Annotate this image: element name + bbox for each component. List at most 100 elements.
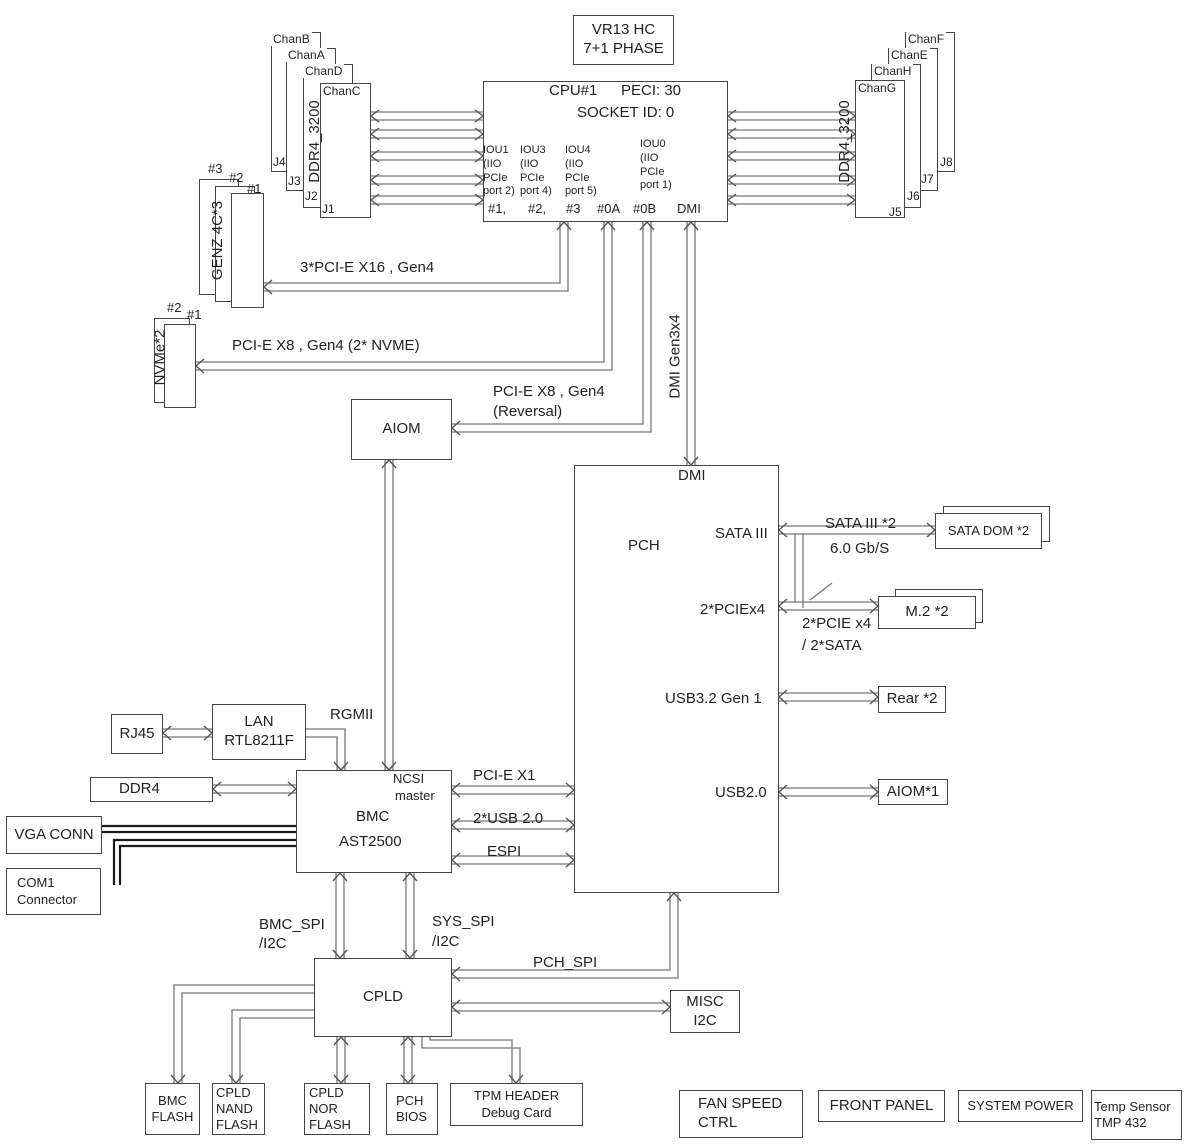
sata-dom-box: SATA DOM *2 <box>935 513 1042 549</box>
rj45-lan-wire <box>163 728 212 738</box>
pch-title: PCH <box>628 537 660 554</box>
label-usb2: 2*USB 2.0 <box>473 810 544 827</box>
m2-label: M.2 *2 <box>905 603 949 621</box>
vr13-line1: VR13 HC <box>591 21 656 39</box>
aiom-bmc-wire <box>384 460 394 770</box>
slot-j8: J8 <box>940 155 953 169</box>
rgmii-wire <box>306 728 346 770</box>
chanc-label: ChanC <box>321 84 363 98</box>
rj45-box: RJ45 <box>111 714 163 754</box>
genz-slot-1 <box>231 193 264 308</box>
cpld-nor-wire <box>336 1037 346 1083</box>
lan-line2: RTL8211F <box>224 732 294 749</box>
aiom-label: AIOM <box>382 420 421 438</box>
misc-line1: MISC <box>686 992 724 1010</box>
label-pcie-x8-rev1: PCI-E X8 , Gen4 <box>493 383 605 400</box>
label-pcie-x8-rev2: (Reversal) <box>493 403 563 420</box>
vga-label: VGA CONN <box>14 825 94 843</box>
pcie-x8-nvme-wire <box>196 222 605 363</box>
chand-label: ChanD <box>303 64 345 78</box>
cpld-nor-line3: FLASH <box>309 1117 351 1133</box>
ddr4-label: DDR4 <box>119 780 160 798</box>
aiom1-label: AIOM*1 <box>886 782 940 800</box>
slot-j6: J6 <box>907 189 920 203</box>
genz-n1: #1 <box>247 181 262 196</box>
tpm-box: TPM HEADER Debug Card <box>450 1083 583 1126</box>
slot-j2: J2 <box>305 189 318 203</box>
label-sys-spi1: SYS_SPI <box>432 913 495 930</box>
temp-sensor-box: Temp Sensor TMP 432 <box>1091 1090 1182 1140</box>
temp-line1: Temp Sensor <box>1094 1098 1171 1114</box>
label-dmi-gen: DMI Gen3x4 <box>666 313 684 399</box>
pcie-x16-wire <box>264 222 561 284</box>
pch-dmi: DMI <box>678 467 706 484</box>
tpm-line1: TPM HEADER <box>473 1088 560 1104</box>
fan-speed-box: FAN SPEED CTRL <box>679 1090 803 1138</box>
nvme-slot-1 <box>164 324 196 408</box>
label-pcie-x16: 3*PCI-E X16 , Gen4 <box>300 259 435 276</box>
dimm-chanc <box>320 83 371 218</box>
cpu-peci: PECI: 30 <box>621 82 682 99</box>
cpld-nand-box: CPLD NAND FLASH <box>212 1083 265 1135</box>
bmc-line1: BMC <box>356 808 390 825</box>
pch-bios-box: PCH BIOS <box>386 1083 438 1135</box>
cpu-port-0a: #0A <box>597 201 621 216</box>
cpld-nand-wire <box>231 1009 314 1083</box>
misc-box: MISC I2C <box>670 990 740 1033</box>
system-power-box: SYSTEM POWER <box>958 1090 1083 1122</box>
bmc-line2: AST2500 <box>339 833 402 850</box>
label-bmc-spi1: BMC_SPI <box>259 916 325 933</box>
nvme-label: NVMe*2 <box>150 329 168 385</box>
label-pcie-sata2: / 2*SATA <box>802 637 862 654</box>
cpu-port-2: #2, <box>528 201 547 216</box>
front-panel-box: FRONT PANEL <box>818 1090 945 1122</box>
misc-line2: I2C <box>693 1011 717 1029</box>
bmc-spi-wire <box>335 873 345 958</box>
slot-j7: J7 <box>921 172 934 186</box>
sata-wire <box>779 525 935 535</box>
espi-wire <box>452 855 574 865</box>
pch-usb32: USB3.2 Gen 1 <box>665 690 762 707</box>
genz-n2: #2 <box>229 170 244 185</box>
vr13-line2: 7+1 PHASE <box>583 40 664 57</box>
sys-spi-wire <box>405 873 415 958</box>
com1-wire <box>112 838 296 885</box>
cpu-port-0b: #0B <box>633 201 657 216</box>
vga-box: VGA CONN <box>6 816 102 854</box>
cpld-label: CPLD <box>362 988 403 1006</box>
cpu-socket: SOCKET ID: 0 <box>577 104 675 121</box>
fan-line2: CTRL <box>698 1114 738 1131</box>
bmc-flash-line2: FLASH <box>151 1109 194 1124</box>
cpu-dmi: DMI <box>677 201 701 216</box>
nvme-n1: #1 <box>187 307 202 322</box>
cpld-nor-box: CPLD NOR FLASH <box>304 1083 370 1135</box>
com1-box: COM1 Connector <box>6 868 101 915</box>
pch-pciex4: 2*PCIEx4 <box>700 601 766 618</box>
pcie-x1-wire <box>452 785 574 795</box>
ddr4-bmc-wire <box>213 784 296 794</box>
vga-wire <box>102 824 296 834</box>
label-pch-spi: PCH_SPI <box>533 954 598 971</box>
bmc-ncsi2: master <box>395 788 435 803</box>
chanh-label: ChanH <box>872 64 914 78</box>
com1-line1: COM1 <box>17 875 55 891</box>
ddr4-box: DDR4 <box>90 777 213 802</box>
vr13-box: VR13 HC 7+1 PHASE <box>573 15 674 65</box>
chanb-label: ChanB <box>271 32 312 46</box>
label-sys-spi2: /I2C <box>432 933 460 950</box>
dimm-right-label: DDR4_3200 <box>835 99 853 183</box>
front-panel-label: FRONT PANEL <box>829 1096 934 1114</box>
rj45-label: RJ45 <box>119 724 155 742</box>
pch-sata: SATA III <box>715 525 768 542</box>
pch-bios-line1: PCH <box>396 1092 424 1108</box>
cpld-nor-line1: CPLD <box>309 1084 344 1100</box>
label-pcie-sata1: 2*PCIE x4 <box>802 615 872 632</box>
aiom-box: AIOM <box>351 399 452 460</box>
chang-label: ChanG <box>856 81 899 95</box>
slot-j4: J4 <box>273 155 286 169</box>
chana-label: ChanA <box>286 48 327 62</box>
